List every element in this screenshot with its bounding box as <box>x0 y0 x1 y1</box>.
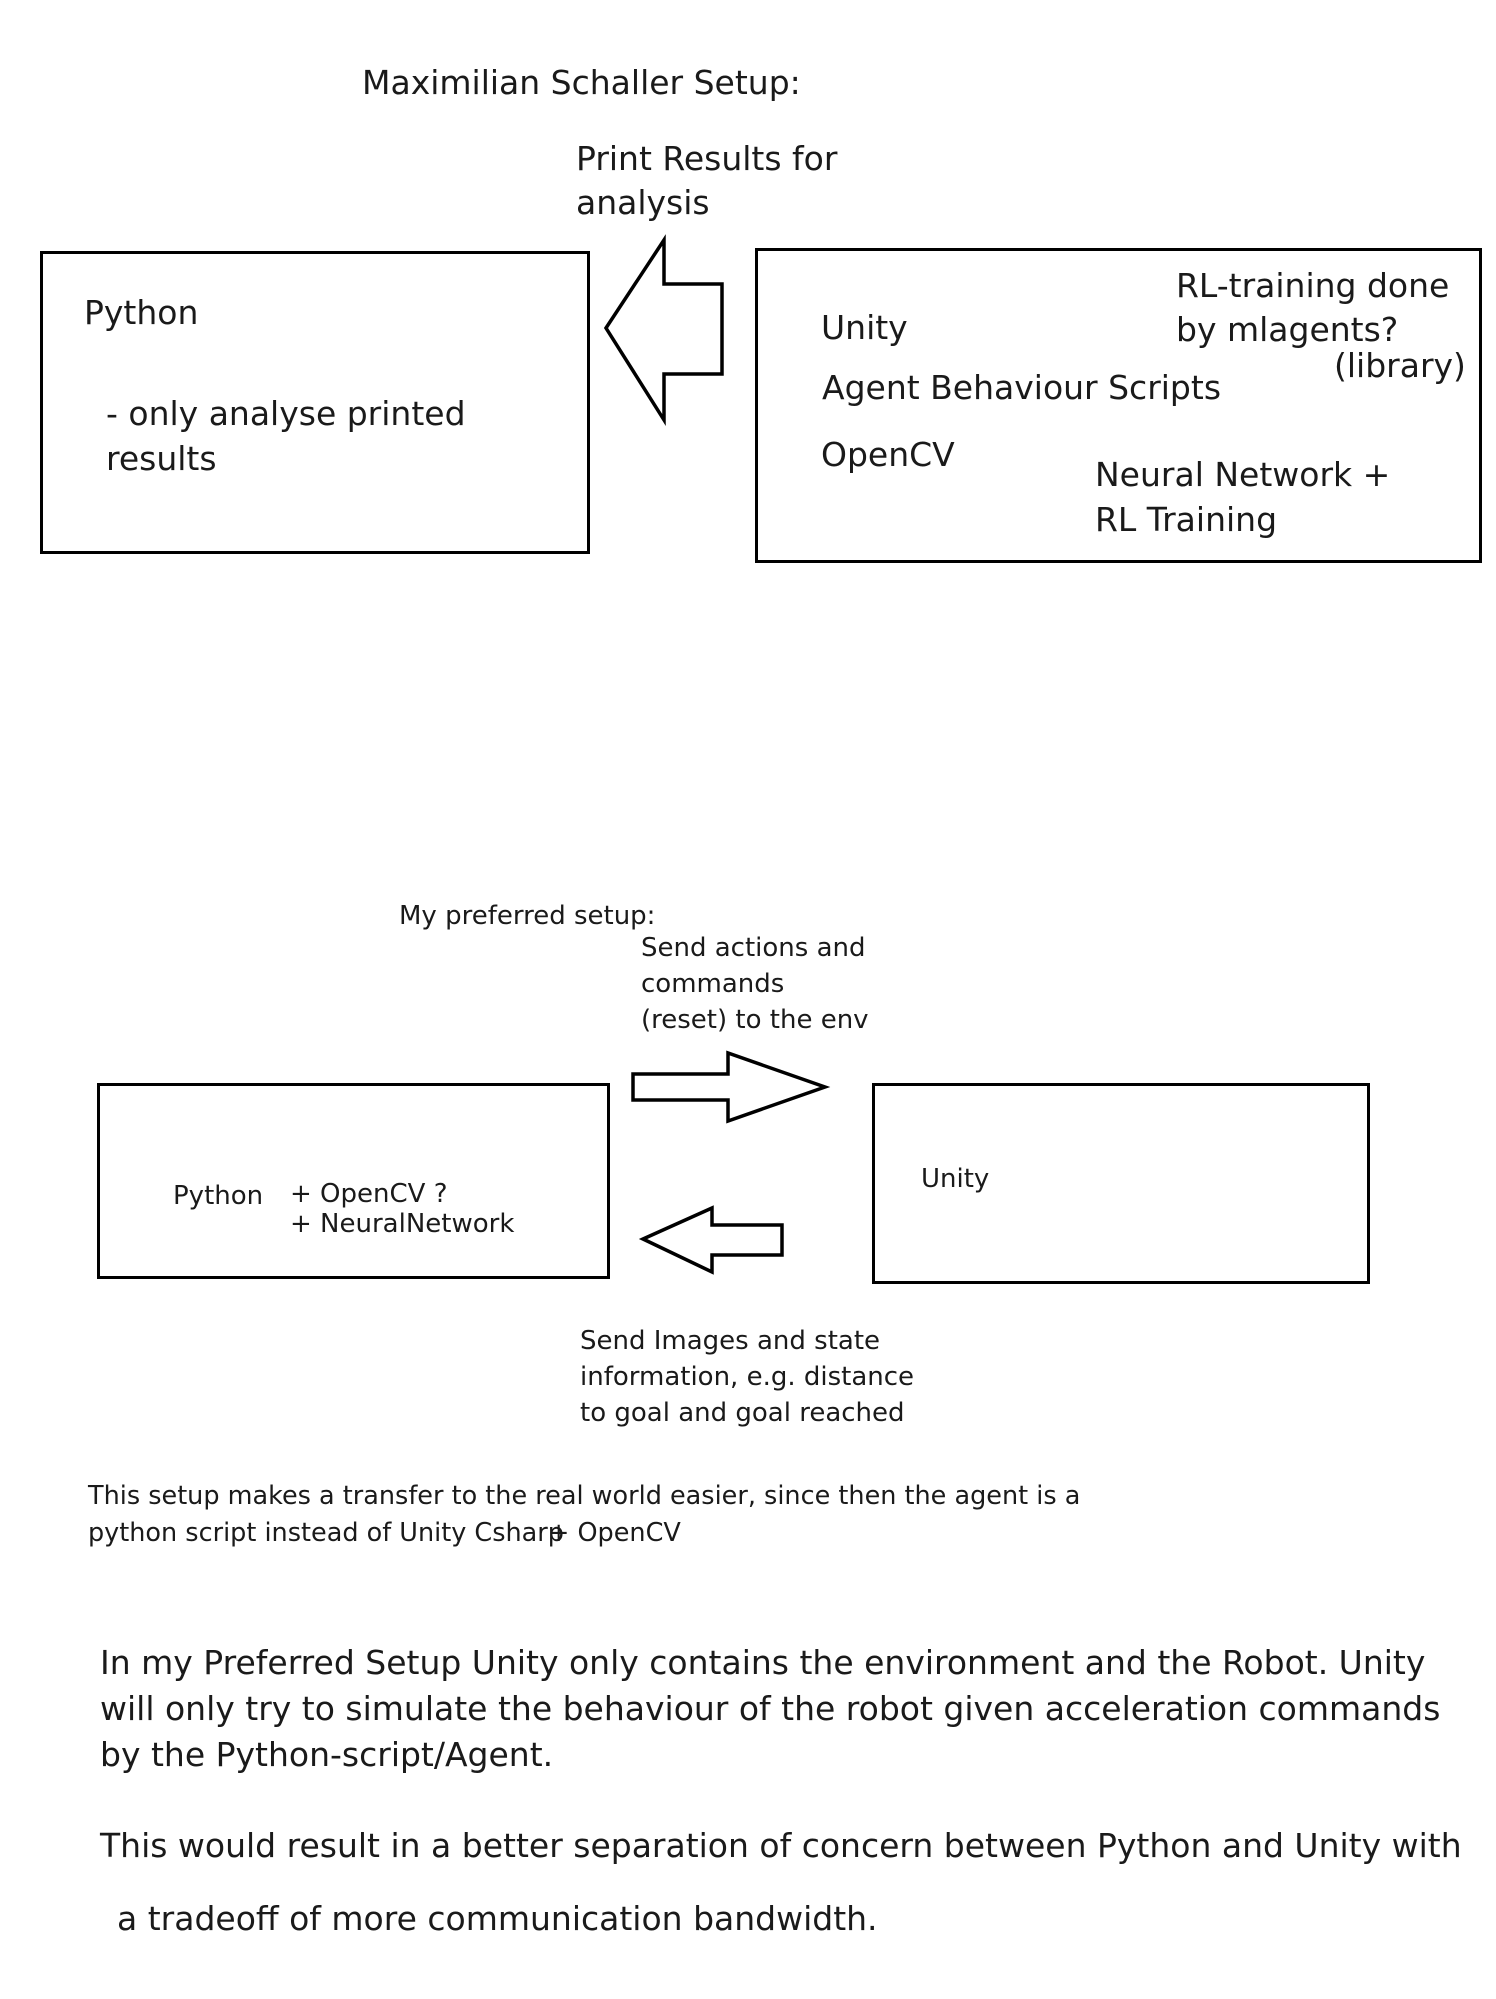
top-python-title: Python <box>84 293 199 332</box>
transfer-note-line1: This setup makes a transfer to the real … <box>88 1481 1081 1511</box>
top-diagram-title: Maximilian Schaller Setup: <box>362 63 801 102</box>
print-results-label-line2: analysis <box>576 183 710 222</box>
paragraph-1-line2: will only try to simulate the behaviour … <box>100 1689 1441 1728</box>
send-images-label-line3: to goal and goal reached <box>580 1398 905 1428</box>
top-python-box <box>40 251 590 554</box>
paragraph-1-line1: In my Preferred Setup Unity only contain… <box>100 1643 1426 1682</box>
send-actions-label-line3: (reset) to the env <box>641 1005 869 1035</box>
opencv-label: OpenCV <box>821 435 955 474</box>
library-label: (library) <box>1334 346 1466 385</box>
top-unity-title: Unity <box>821 308 908 347</box>
print-results-label-line1: Print Results for <box>576 139 838 178</box>
rl-training-label-line1: RL-training done <box>1176 266 1450 305</box>
transfer-note-line2: python script instead of Unity Csharp <box>88 1518 564 1548</box>
send-actions-label-line1: Send actions and <box>641 933 866 963</box>
rl-training-label-line2: by mlagents? <box>1176 310 1399 349</box>
bottom-python-box <box>97 1083 610 1279</box>
send-images-label-line1: Send Images and state <box>580 1326 881 1356</box>
bottom-neural-network-label: + NeuralNetwork <box>290 1209 515 1239</box>
right-arrow-icon <box>631 1050 831 1124</box>
bottom-diagram-title: My preferred setup: <box>399 901 656 931</box>
top-python-note-line2: results <box>106 439 217 478</box>
neural-network-label-line1: Neural Network + <box>1095 455 1391 494</box>
send-actions-label-line2: commands <box>641 969 785 999</box>
bottom-opencv-label: + OpenCV ? <box>290 1179 448 1209</box>
paragraph-2-line1: This would result in a better separation… <box>100 1826 1462 1865</box>
bottom-python-title: Python <box>173 1181 264 1211</box>
paragraph-2-line2: a tradeoff of more communication bandwid… <box>117 1899 878 1938</box>
send-images-label-line2: information, e.g. distance <box>580 1362 915 1392</box>
paragraph-1-line3: by the Python-script/Agent. <box>100 1735 554 1774</box>
transfer-note-line2-suffix: + OpenCV <box>548 1518 681 1548</box>
top-python-note-line1: - only analyse printed <box>106 394 466 433</box>
left-arrow-icon <box>603 234 724 427</box>
left-arrow-icon <box>638 1205 784 1275</box>
agent-behaviour-scripts-label: Agent Behaviour Scripts <box>822 368 1222 407</box>
top-unity-box <box>755 248 1482 563</box>
bottom-unity-box <box>872 1083 1370 1284</box>
neural-network-label-line2: RL Training <box>1095 500 1278 539</box>
bottom-unity-title: Unity <box>921 1164 990 1194</box>
